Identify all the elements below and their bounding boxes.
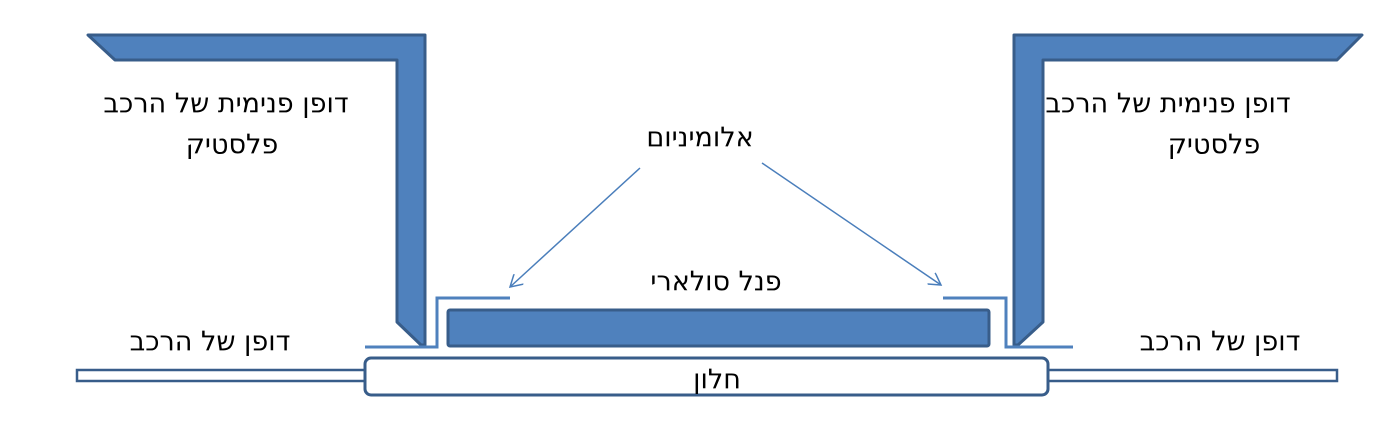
right-aluminium-profile [943,296,1073,349]
solar-panel-shape [446,308,991,348]
right-car-wall-label: דופן של הרכב [1139,326,1301,358]
window-shape [363,356,1050,397]
right-inner-wall-shape [1012,33,1364,347]
right-car-wall-bar [1044,368,1339,383]
left-inner-wall-shape [86,33,427,347]
left-car-wall-label: דופן של הרכב [129,326,291,358]
right-inner-wall-label: דופן פנימית של הרכב [1045,88,1291,120]
aluminium-label: אלומיניום [646,122,754,154]
right-aluminium-arrow [761,162,941,285]
solar-panel-label: פנל סולארי [650,266,782,298]
left-aluminium-profile [365,296,510,349]
left-inner-wall-label: דופן פנימית של הרכב [103,88,349,120]
left-inner-material-label: פלסטיק [185,129,279,161]
window-label: חלון [693,364,741,396]
left-car-wall-bar [75,368,369,383]
right-inner-material-label: פלסטיק [1167,129,1261,161]
left-aluminium-arrow [510,167,641,287]
